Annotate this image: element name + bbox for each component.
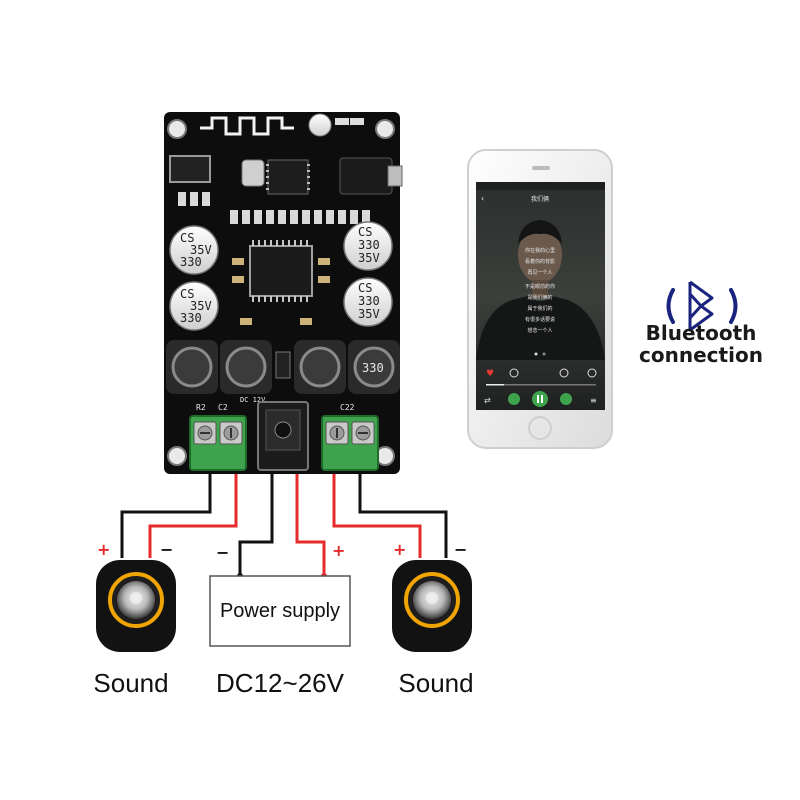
previous-button[interactable] bbox=[508, 393, 520, 405]
wire-power-black bbox=[238, 468, 274, 576]
lyrics-list: 你在我的心里 看着你的背影 再见一个人 不是眼前的你 是我们俩的 属于我们的 有… bbox=[525, 247, 555, 334]
more-icon[interactable] bbox=[587, 368, 597, 378]
svg-text:你在我的心里: 你在我的心里 bbox=[525, 247, 555, 254]
power-plus: + bbox=[332, 541, 345, 560]
power-supply-label: Power supply bbox=[220, 600, 340, 622]
signal-arc-right bbox=[729, 288, 738, 324]
left-speaker-plus: + bbox=[97, 540, 110, 559]
mounting-hole bbox=[167, 446, 187, 466]
svg-text:35V: 35V bbox=[358, 251, 380, 265]
bluetooth-badge: Bluetooth connection bbox=[639, 280, 763, 367]
aux-jack bbox=[339, 157, 393, 195]
crystal bbox=[241, 159, 265, 187]
amplifier-chip bbox=[249, 245, 313, 297]
power-minus: − bbox=[216, 543, 229, 562]
power-supply-box bbox=[209, 575, 351, 647]
shuffle-icon[interactable]: ⇄ bbox=[484, 396, 491, 405]
svg-text:330: 330 bbox=[358, 238, 380, 252]
next-button[interactable] bbox=[560, 393, 572, 405]
bluetooth-label: Bluetooth bbox=[646, 321, 757, 345]
silk-dc12v: DC 12V bbox=[240, 396, 266, 404]
svg-text:35V: 35V bbox=[358, 307, 380, 321]
voltage-label: DC12~26V bbox=[216, 668, 345, 698]
right-speaker-terminal bbox=[321, 415, 379, 471]
play-pause-button[interactable] bbox=[532, 391, 548, 407]
right-speaker bbox=[392, 560, 472, 652]
connection-label: connection bbox=[639, 343, 763, 367]
svg-text:属于我们的: 属于我们的 bbox=[527, 305, 552, 312]
svg-text:CS: CS bbox=[180, 287, 194, 301]
svg-text:CS: CS bbox=[180, 231, 194, 245]
small-capacitor bbox=[308, 113, 332, 137]
capacitor-top-left: CS 35V 330 bbox=[169, 225, 219, 275]
mounting-hole bbox=[375, 119, 395, 139]
left-speaker-minus: − bbox=[160, 540, 173, 559]
svg-text:330: 330 bbox=[358, 294, 380, 308]
wire-left-black bbox=[120, 470, 212, 558]
playlist-icon[interactable]: ≡ bbox=[590, 396, 597, 405]
silk-c2: C2 bbox=[218, 403, 228, 412]
download-icon[interactable] bbox=[509, 368, 519, 378]
power-supply: Power supply bbox=[209, 575, 351, 647]
song-title: 我们俩 bbox=[531, 195, 549, 203]
svg-text:CS: CS bbox=[358, 281, 372, 295]
svg-text:想念一个人: 想念一个人 bbox=[527, 327, 552, 334]
svg-text:330: 330 bbox=[362, 361, 384, 375]
dc-power-jack bbox=[257, 401, 309, 471]
wire-right-black bbox=[358, 470, 448, 558]
capacitor-top-right: CS 330 35V bbox=[343, 221, 393, 271]
amplifier-board: CS 35V 330 CS 330 35V CS 35V 330 CS 330 … bbox=[164, 112, 403, 474]
progress-track[interactable] bbox=[486, 384, 596, 386]
capacitor-bottom-left: CS 35V 330 bbox=[169, 281, 219, 331]
singer-photo bbox=[476, 220, 605, 360]
action-row: ♥ bbox=[486, 368, 597, 379]
right-speaker-plus: + bbox=[393, 540, 406, 559]
left-speaker bbox=[96, 560, 176, 652]
silk-r2: R2 bbox=[196, 403, 206, 412]
bluetooth-icon bbox=[688, 280, 714, 332]
svg-text:35V: 35V bbox=[190, 299, 212, 313]
svg-text:CS: CS bbox=[358, 225, 372, 239]
heart-icon[interactable]: ♥ bbox=[486, 369, 494, 379]
svg-text:330: 330 bbox=[180, 255, 202, 269]
progress-fill bbox=[486, 384, 504, 386]
svg-text:不是眼前的你: 不是眼前的你 bbox=[525, 283, 555, 290]
svg-text:330: 330 bbox=[180, 311, 202, 325]
svg-text:有很多话要说: 有很多话要说 bbox=[525, 316, 555, 323]
smartphone: 我们俩 ‹ 你在我的心里 看着你的背影 再见一个人 不是眼前的你 是我们俩的 属… bbox=[467, 149, 613, 449]
bluetooth-chip bbox=[267, 159, 309, 195]
signal-arc-left bbox=[666, 288, 675, 324]
left-speaker-terminal bbox=[189, 415, 247, 471]
left-sound-label: Sound bbox=[93, 668, 168, 698]
svg-text:35V: 35V bbox=[190, 243, 212, 257]
capacitor-bottom-right: CS 330 35V bbox=[343, 277, 393, 327]
wire-right-red bbox=[332, 470, 422, 558]
svg-text:是我们俩的: 是我们俩的 bbox=[527, 294, 552, 301]
wires bbox=[120, 468, 448, 579]
svg-text:再见一个人: 再见一个人 bbox=[527, 270, 552, 276]
right-speaker-minus: − bbox=[454, 540, 467, 559]
antenna-trace bbox=[200, 116, 294, 136]
back-icon[interactable]: ‹ bbox=[481, 194, 484, 203]
playback-controls: ⇄ ≡ bbox=[484, 391, 597, 407]
wire-power-red bbox=[295, 468, 326, 576]
inductors: 330 bbox=[166, 340, 400, 394]
right-sound-label: Sound bbox=[398, 668, 473, 698]
silk-c22: C22 bbox=[340, 403, 355, 412]
comment-icon[interactable] bbox=[559, 368, 569, 378]
mounting-hole bbox=[167, 119, 187, 139]
svg-text:看着你的背影: 看着你的背影 bbox=[525, 258, 555, 265]
wire-left-red bbox=[148, 470, 238, 558]
regulator bbox=[169, 155, 211, 183]
